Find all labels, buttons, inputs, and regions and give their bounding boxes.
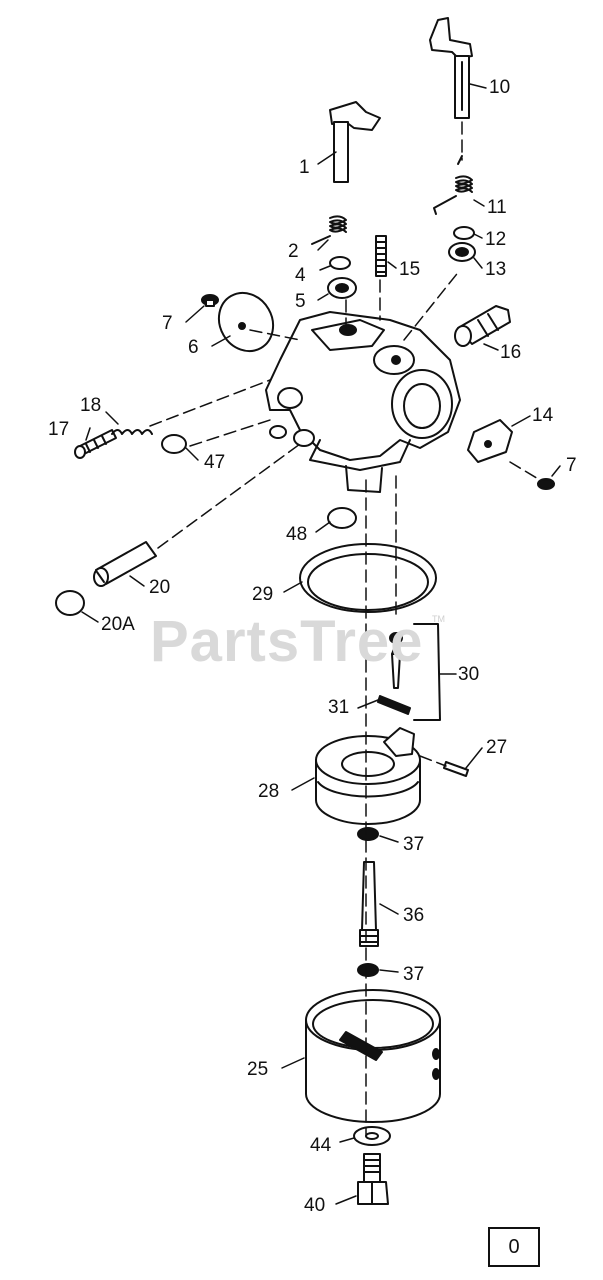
callout-1: 1 — [299, 157, 310, 178]
part-7-screw-left — [201, 294, 219, 307]
callout-31: 31 — [328, 697, 350, 718]
page-indicator: 0 — [488, 1227, 540, 1267]
carburetor-body — [265, 311, 461, 493]
part-15-screw — [375, 235, 387, 277]
callout-37-top: 37 — [403, 834, 425, 855]
callout-7-left: 7 — [162, 313, 173, 334]
part-37-washer-bottom — [357, 963, 379, 977]
part-20A-cap — [55, 590, 85, 616]
part-47-plug — [161, 434, 187, 454]
part-48-plug — [327, 507, 357, 529]
part-13-seal — [448, 242, 476, 262]
part-17-idle-screw — [74, 429, 117, 459]
part-30-needle-valve — [389, 623, 441, 721]
part-14-plate — [467, 419, 513, 463]
callout-20: 20 — [149, 577, 171, 598]
part-1-throttle-shaft — [329, 101, 381, 183]
callout-25: 25 — [247, 1059, 269, 1080]
callout-37-bottom: 37 — [403, 964, 425, 985]
callout-15: 15 — [399, 259, 421, 280]
callout-17: 17 — [48, 419, 70, 440]
part-12-washer — [453, 226, 475, 240]
watermark: PartsTree — [150, 609, 424, 674]
callout-6: 6 — [188, 337, 199, 358]
callout-30: 30 — [458, 664, 480, 685]
callout-4: 4 — [295, 265, 306, 286]
part-20-shaft — [93, 541, 157, 587]
part-27-pin — [443, 761, 469, 777]
callout-36: 36 — [403, 905, 425, 926]
callout-16: 16 — [500, 342, 522, 363]
part-31-clip — [377, 695, 411, 715]
part-28-float — [315, 727, 421, 825]
part-4-washer — [329, 256, 351, 270]
callout-18: 18 — [80, 395, 102, 416]
part-44-washer — [353, 1126, 391, 1146]
part-7-screw-right — [537, 478, 555, 490]
callout-20A: 20A — [101, 614, 135, 635]
part-10-choke-shaft — [429, 17, 473, 119]
callout-28: 28 — [258, 781, 280, 802]
part-40-bowl-nut — [357, 1153, 389, 1205]
callout-12: 12 — [485, 229, 507, 250]
part-37-washer-top — [357, 827, 379, 841]
callout-27: 27 — [486, 737, 508, 758]
callout-2: 2 — [288, 241, 299, 262]
watermark-tm: TM — [432, 614, 445, 624]
callout-11: 11 — [487, 197, 507, 218]
part-2-spring — [311, 215, 347, 245]
callout-7-right: 7 — [566, 455, 577, 476]
callout-40: 40 — [304, 1195, 326, 1216]
callout-48: 48 — [286, 524, 308, 545]
part-11-spring — [433, 155, 473, 215]
callout-29: 29 — [252, 584, 274, 605]
callout-47: 47 — [204, 452, 226, 473]
callout-5: 5 — [295, 291, 306, 312]
part-18-spring — [111, 429, 153, 435]
callout-10: 10 — [489, 77, 511, 98]
part-6-throttle-plate — [217, 291, 275, 353]
part-36-nozzle — [359, 861, 379, 947]
callout-44: 44 — [310, 1135, 332, 1156]
part-16-fuel-inlet — [454, 305, 511, 347]
part-5-seal — [327, 277, 357, 299]
callout-14: 14 — [532, 405, 554, 426]
part-29-gasket — [299, 543, 437, 613]
callout-13: 13 — [485, 259, 507, 280]
part-25-float-bowl — [305, 989, 441, 1123]
